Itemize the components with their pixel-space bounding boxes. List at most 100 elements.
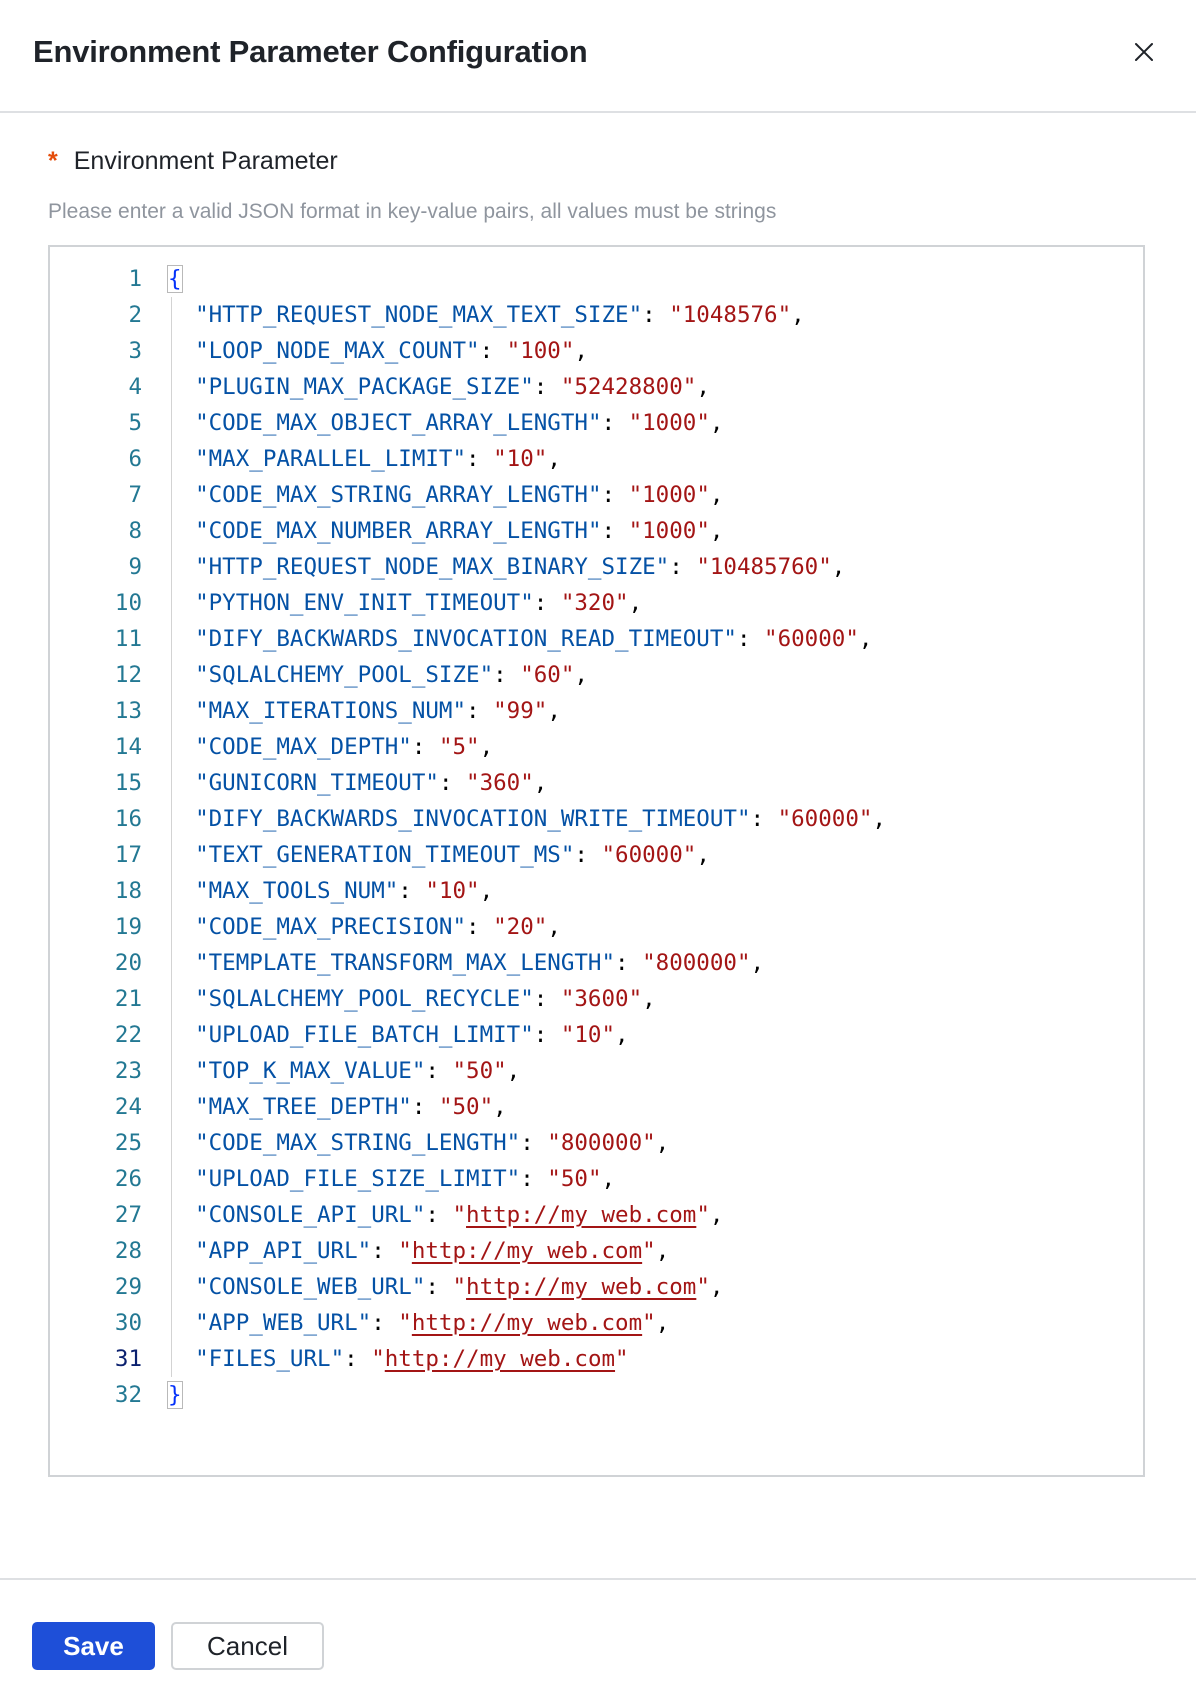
json-value: 1000 <box>642 482 697 508</box>
json-value: 1000 <box>642 410 697 436</box>
code-line: "TOP_K_MAX_VALUE": "50", <box>168 1053 1143 1089</box>
json-value-link[interactable]: http://my_web.com <box>411 1238 643 1264</box>
colon: : <box>411 1094 439 1120</box>
json-value-quote: " <box>533 914 548 940</box>
json-value-quote: " <box>371 1346 385 1372</box>
json-value-link[interactable]: http://my_web.com <box>466 1274 697 1300</box>
comma: , <box>709 482 724 508</box>
json-key: SQLALCHEMY_POOL_SIZE <box>208 662 480 688</box>
json-value-quote: " <box>764 626 778 652</box>
json-value-link[interactable]: http://my_web.com <box>466 1202 697 1228</box>
json-value-quote: " <box>560 1022 575 1048</box>
line-number: 24 <box>114 1094 142 1120</box>
colon: : <box>736 626 765 652</box>
json-value-quote: " <box>696 554 710 580</box>
save-button[interactable]: Save <box>32 1622 155 1670</box>
code-line: "PYTHON_ENV_INIT_TIMEOUT": "320", <box>168 585 1143 621</box>
json-value: 60 <box>533 662 561 688</box>
json-key-quote: " <box>520 590 534 616</box>
json-key-quote: " <box>195 1166 209 1192</box>
json-value-quote: " <box>696 410 710 436</box>
json-key-quote: " <box>411 1274 426 1300</box>
json-value-quote: " <box>479 1094 494 1120</box>
json-key-quote: " <box>195 878 209 904</box>
json-key: PLUGIN_MAX_PACKAGE_SIZE <box>208 374 521 400</box>
comma: , <box>709 410 724 436</box>
json-key: PYTHON_ENV_INIT_TIMEOUT <box>208 590 521 616</box>
dialog-footer: Save Cancel <box>0 1578 1196 1708</box>
json-key-quote: " <box>195 986 209 1012</box>
colon: : <box>601 518 629 544</box>
json-value: 20 <box>506 914 534 940</box>
line-number: 25 <box>114 1130 142 1156</box>
json-key-quote: " <box>195 410 209 436</box>
json-value-link[interactable]: http://my_web.com <box>384 1346 616 1372</box>
close-button[interactable] <box>1128 36 1160 68</box>
line-number: 28 <box>114 1238 142 1264</box>
json-value-quote: " <box>628 482 643 508</box>
code-line: "CODE_MAX_STRING_ARRAY_LENGTH": "1000", <box>168 477 1143 513</box>
json-key-quote: " <box>601 950 616 976</box>
json-value: 800000 <box>655 950 737 976</box>
json-value-quote: " <box>682 842 697 868</box>
json-value: 1000 <box>642 518 697 544</box>
json-key: TOP_K_MAX_VALUE <box>208 1058 412 1084</box>
json-value-quote: " <box>506 338 521 364</box>
json-key-quote: " <box>195 1346 209 1372</box>
colon: : <box>533 1022 561 1048</box>
json-value-quote: " <box>587 1166 602 1192</box>
json-key: TEMPLATE_TRANSFORM_MAX_LENGTH <box>208 950 602 976</box>
code-line: "SQLALCHEMY_POOL_RECYCLE": "3600", <box>168 981 1143 1017</box>
code-line: "CONSOLE_API_URL": "http://my_web.com", <box>168 1197 1143 1233</box>
line-number: 21 <box>114 986 142 1012</box>
json-key: MAX_TOOLS_NUM <box>208 878 385 904</box>
json-value-quote: " <box>601 842 616 868</box>
line-number: 30 <box>114 1310 142 1336</box>
code-content[interactable]: { "HTTP_REQUEST_NODE_MAX_TEXT_SIZE": "10… <box>167 261 1143 1413</box>
json-key-quote: " <box>655 554 670 580</box>
code-line: "TEMPLATE_TRANSFORM_MAX_LENGTH": "800000… <box>168 945 1143 981</box>
json-value-quote: " <box>642 1238 656 1264</box>
cancel-button[interactable]: Cancel <box>171 1622 324 1670</box>
line-number: 27 <box>114 1202 142 1228</box>
json-value: 60000 <box>615 842 683 868</box>
json-key-quote: " <box>195 806 209 832</box>
json-value-quote: " <box>493 698 507 724</box>
json-key: CONSOLE_API_URL <box>208 1202 412 1228</box>
comma: , <box>696 374 710 400</box>
comma: , <box>709 1274 724 1300</box>
dialog-header: Environment Parameter Configuration <box>0 0 1196 113</box>
colon: : <box>466 698 494 724</box>
json-key-quote: " <box>587 482 602 508</box>
colon: : <box>371 1238 399 1264</box>
json-value-link[interactable]: http://my_web.com <box>411 1310 643 1336</box>
comma: , <box>709 518 724 544</box>
json-value-quote: " <box>560 374 575 400</box>
code-line: "PLUGIN_MAX_PACKAGE_SIZE": "52428800", <box>168 369 1143 405</box>
json-value: 10 <box>574 1022 602 1048</box>
json-key-quote: " <box>479 662 494 688</box>
code-line: "MAX_ITERATIONS_NUM": "99", <box>168 693 1143 729</box>
line-number: 32 <box>114 1382 142 1408</box>
json-key: HTTP_REQUEST_NODE_MAX_BINARY_SIZE <box>208 554 656 580</box>
json-value: 800000 <box>560 1130 643 1156</box>
json-value-quote: " <box>398 1310 412 1336</box>
comma: , <box>493 1094 507 1120</box>
code-line: "FILES_URL": "http://my_web.com" <box>168 1341 1143 1377</box>
json-value: 320 <box>574 590 616 616</box>
json-value-quote: " <box>425 878 439 904</box>
json-value-quote: " <box>466 770 480 796</box>
code-line: "MAX_TOOLS_NUM": "10", <box>168 873 1143 909</box>
json-value-quote: " <box>493 914 507 940</box>
json-key-quote: " <box>195 770 209 796</box>
line-number: 20 <box>114 950 142 976</box>
json-key-quote: " <box>384 878 399 904</box>
json-key-quote: " <box>452 698 467 724</box>
json-key-quote: " <box>736 806 751 832</box>
json-key-quote: " <box>195 1022 209 1048</box>
comma: , <box>615 1022 629 1048</box>
json-value-quote: " <box>628 986 643 1012</box>
close-brace: } <box>167 1381 183 1409</box>
